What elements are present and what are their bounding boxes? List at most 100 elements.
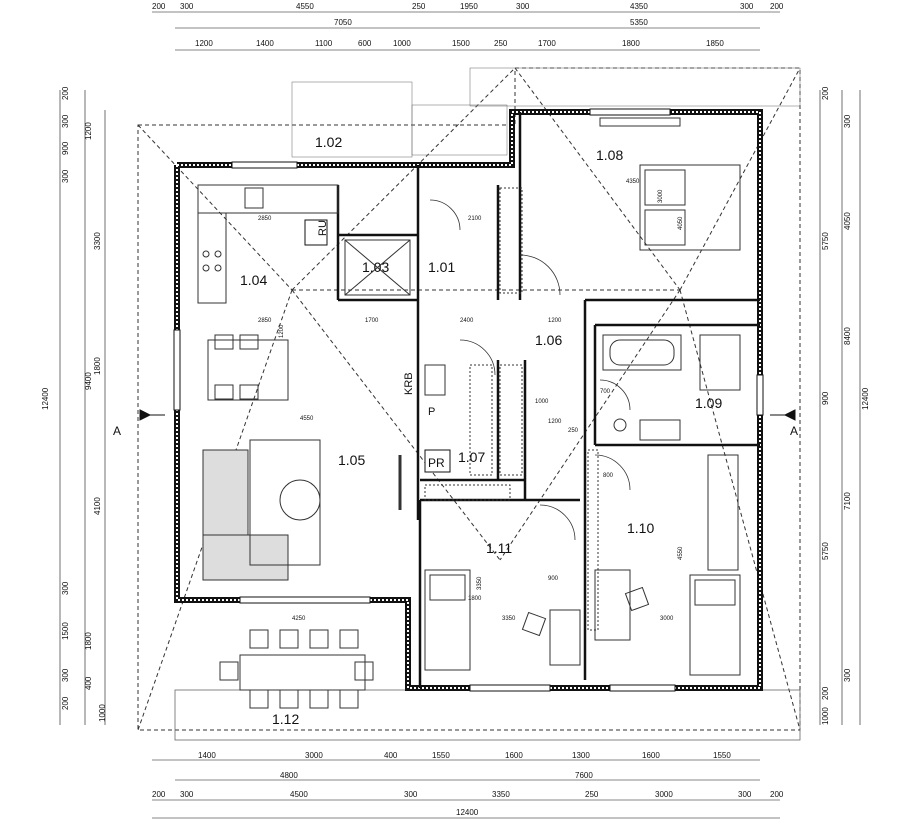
kitchen-counter xyxy=(197,184,339,304)
svg-text:2400: 2400 xyxy=(460,318,474,324)
svg-text:300: 300 xyxy=(843,668,852,682)
svg-text:7100: 7100 xyxy=(843,492,852,510)
svg-text:1200: 1200 xyxy=(84,122,93,140)
svg-text:3000: 3000 xyxy=(660,616,674,622)
svg-text:5750: 5750 xyxy=(821,232,830,250)
svg-text:3350: 3350 xyxy=(477,576,483,590)
room-label-1-03: 1.03 xyxy=(362,259,389,275)
svg-text:200: 200 xyxy=(821,686,830,700)
svg-text:1200: 1200 xyxy=(279,324,285,338)
svg-text:1300: 1300 xyxy=(572,751,590,760)
svg-text:3000: 3000 xyxy=(305,751,323,760)
svg-text:900: 900 xyxy=(548,576,559,582)
svg-text:12400: 12400 xyxy=(41,387,50,410)
terrace-dining xyxy=(219,629,374,709)
wardrobes xyxy=(424,187,599,631)
svg-text:1800: 1800 xyxy=(93,357,102,375)
svg-text:5350: 5350 xyxy=(630,18,648,27)
room-label-1-02: 1.02 xyxy=(315,134,342,150)
bottom-dimension-labels: 1400 3000 400 1550 1600 1300 1600 1550 4… xyxy=(152,751,784,817)
svg-text:400: 400 xyxy=(84,676,93,690)
svg-text:200: 200 xyxy=(770,2,784,11)
svg-text:4550: 4550 xyxy=(300,416,314,422)
svg-text:1000: 1000 xyxy=(393,39,411,48)
krb-label: KRB xyxy=(403,372,415,395)
svg-text:1200: 1200 xyxy=(195,39,213,48)
svg-text:1800: 1800 xyxy=(84,632,93,650)
svg-text:1000: 1000 xyxy=(535,399,549,405)
desks xyxy=(521,569,650,666)
svg-text:4100: 4100 xyxy=(93,497,102,515)
svg-text:4550: 4550 xyxy=(678,546,684,560)
svg-text:4350: 4350 xyxy=(630,2,648,11)
sofa xyxy=(202,439,321,581)
svg-text:8400: 8400 xyxy=(843,327,852,345)
svg-text:1000: 1000 xyxy=(98,704,107,722)
svg-text:4550: 4550 xyxy=(296,2,314,11)
dimension-lines xyxy=(59,11,861,819)
svg-text:2850: 2850 xyxy=(258,318,272,324)
svg-text:400: 400 xyxy=(384,751,398,760)
svg-text:300: 300 xyxy=(180,2,194,11)
svg-text:12400: 12400 xyxy=(861,387,870,410)
svg-text:200: 200 xyxy=(152,2,166,11)
door-swings xyxy=(429,199,631,541)
svg-text:300: 300 xyxy=(843,114,852,128)
terrace-top xyxy=(291,67,801,158)
svg-text:250: 250 xyxy=(412,2,426,11)
svg-text:3350: 3350 xyxy=(502,616,516,622)
bathtub xyxy=(602,334,741,441)
svg-text:250: 250 xyxy=(568,428,579,434)
svg-text:1800: 1800 xyxy=(468,596,482,602)
stair-shaft xyxy=(344,239,446,510)
room-label-1-09: 1.09 xyxy=(695,395,722,411)
svg-text:200: 200 xyxy=(152,790,166,799)
svg-text:3000: 3000 xyxy=(658,189,664,203)
svg-text:300: 300 xyxy=(738,790,752,799)
room-label-1-01: 1.01 xyxy=(428,259,455,275)
svg-text:900: 900 xyxy=(61,141,70,155)
svg-text:1400: 1400 xyxy=(256,39,274,48)
svg-text:1500: 1500 xyxy=(61,622,70,640)
svg-text:300: 300 xyxy=(61,169,70,183)
svg-text:1700: 1700 xyxy=(538,39,556,48)
svg-text:1700: 1700 xyxy=(365,318,379,324)
room-label-1-10: 1.10 xyxy=(627,520,654,536)
svg-text:300: 300 xyxy=(516,2,530,11)
room-labels: 1.02 1.03 1.01 1.04 1.05 1.06 1.07 1.08 … xyxy=(240,134,722,727)
svg-text:1950: 1950 xyxy=(460,2,478,11)
room-label-1-11: 1.11 xyxy=(486,540,512,556)
svg-text:5750: 5750 xyxy=(821,542,830,560)
terrace-bottom xyxy=(174,689,801,741)
bed-1-10 xyxy=(689,454,741,676)
svg-text:200: 200 xyxy=(821,86,830,100)
pr-label: PR xyxy=(428,456,445,470)
svg-text:1600: 1600 xyxy=(642,751,660,760)
svg-text:300: 300 xyxy=(404,790,418,799)
svg-text:1600: 1600 xyxy=(505,751,523,760)
svg-text:2850: 2850 xyxy=(258,216,272,222)
svg-text:250: 250 xyxy=(585,790,599,799)
svg-text:1000: 1000 xyxy=(821,707,830,725)
svg-text:4050: 4050 xyxy=(843,212,852,230)
svg-text:4050: 4050 xyxy=(678,216,684,230)
svg-text:200: 200 xyxy=(770,790,784,799)
interior-dimension-labels: 2850 2850 1200 4550 2400 1200 4350 3000 … xyxy=(258,179,684,622)
left-dimension-labels: 200 300 900 300 3300 1800 4100 300 1500 … xyxy=(41,86,107,722)
svg-text:4250: 4250 xyxy=(292,616,306,622)
p-label: P xyxy=(428,406,435,418)
svg-text:300: 300 xyxy=(61,114,70,128)
dining-table-1 xyxy=(207,334,289,401)
section-line-a xyxy=(139,409,796,421)
svg-text:200: 200 xyxy=(61,696,70,710)
svg-text:200: 200 xyxy=(61,86,70,100)
svg-text:300: 300 xyxy=(61,668,70,682)
room-label-1-06: 1.06 xyxy=(535,332,562,348)
svg-text:700: 700 xyxy=(600,389,611,395)
windows xyxy=(173,108,764,692)
svg-text:1200: 1200 xyxy=(548,318,562,324)
top-dimension-labels: 200 300 4550 250 1950 300 4350 300 200 7… xyxy=(152,2,784,48)
svg-text:4800: 4800 xyxy=(280,771,298,780)
svg-text:1550: 1550 xyxy=(713,751,731,760)
